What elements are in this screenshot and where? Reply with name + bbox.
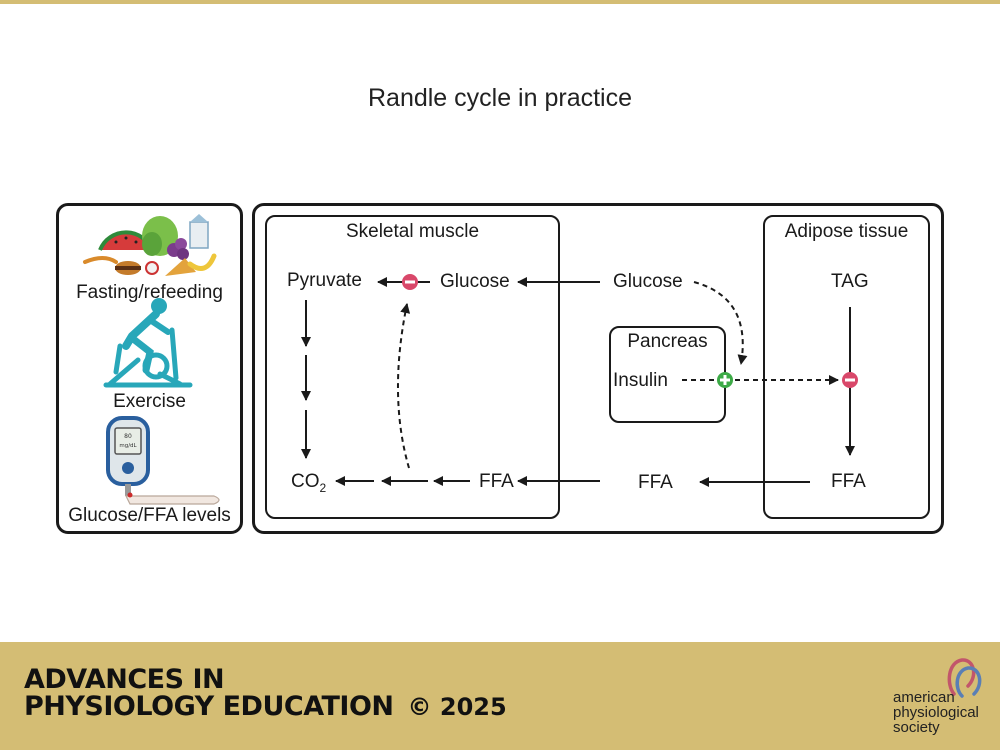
- society-line-2: physiological: [893, 704, 979, 721]
- journal-name: ADVANCES IN PHYSIOLOGY EDUCATION © 2025: [24, 666, 507, 721]
- adipose-tissue-box: [763, 215, 930, 519]
- meter-unit: mg/dL: [119, 443, 137, 449]
- copyright: © 2025: [407, 693, 507, 721]
- label-glucose-ffa-levels: Glucose/FFA levels: [68, 505, 231, 526]
- adipose-tissue-title: Adipose tissue: [784, 221, 909, 242]
- society-name: american physiological society: [893, 690, 979, 735]
- food-icon: [83, 214, 217, 276]
- label-insulin: Insulin: [613, 370, 668, 391]
- label-blood-ffa: FFA: [638, 472, 673, 493]
- inhibit-icon-glucose: [402, 274, 418, 290]
- label-blood-glucose: Glucose: [613, 271, 683, 292]
- pancreas-title: Pancreas: [627, 331, 708, 352]
- label-tag: TAG: [831, 271, 869, 292]
- journal-line-1: ADVANCES IN: [24, 664, 225, 695]
- label-muscle-ffa: FFA: [479, 471, 514, 492]
- stimulate-icon-insulin: [717, 372, 733, 388]
- pathway-panel: [252, 203, 944, 534]
- society-line-3: society: [893, 719, 940, 736]
- society-line-1: american: [893, 689, 955, 706]
- label-fasting-refeeding: Fasting/refeeding: [76, 282, 223, 303]
- society-logo-icon: [947, 658, 982, 698]
- diagram-title: Randle cycle in practice: [367, 84, 632, 112]
- journal-line-2: PHYSIOLOGY EDUCATION: [24, 691, 394, 722]
- label-muscle-glucose: Glucose: [440, 271, 510, 292]
- co2-main: CO: [291, 471, 320, 492]
- label-adipose-ffa: FFA: [831, 471, 866, 492]
- footer-bar: ADVANCES IN PHYSIOLOGY EDUCATION © 2025 a…: [0, 642, 1000, 750]
- meter-value: 80: [124, 433, 132, 440]
- skeletal-muscle-box: [265, 215, 560, 519]
- skeletal-muscle-title: Skeletal muscle: [345, 221, 480, 242]
- label-co2: CO2: [291, 471, 326, 495]
- exercise-bike-icon: [103, 298, 193, 388]
- co2-subscript: 2: [319, 480, 327, 495]
- label-exercise: Exercise: [113, 391, 186, 412]
- top-accent-bar: [0, 0, 1000, 4]
- glucose-meter-icon: 80 mg/dL: [106, 416, 220, 505]
- inhibit-icon-lipolysis: [842, 372, 858, 388]
- label-pyruvate: Pyruvate: [287, 270, 362, 291]
